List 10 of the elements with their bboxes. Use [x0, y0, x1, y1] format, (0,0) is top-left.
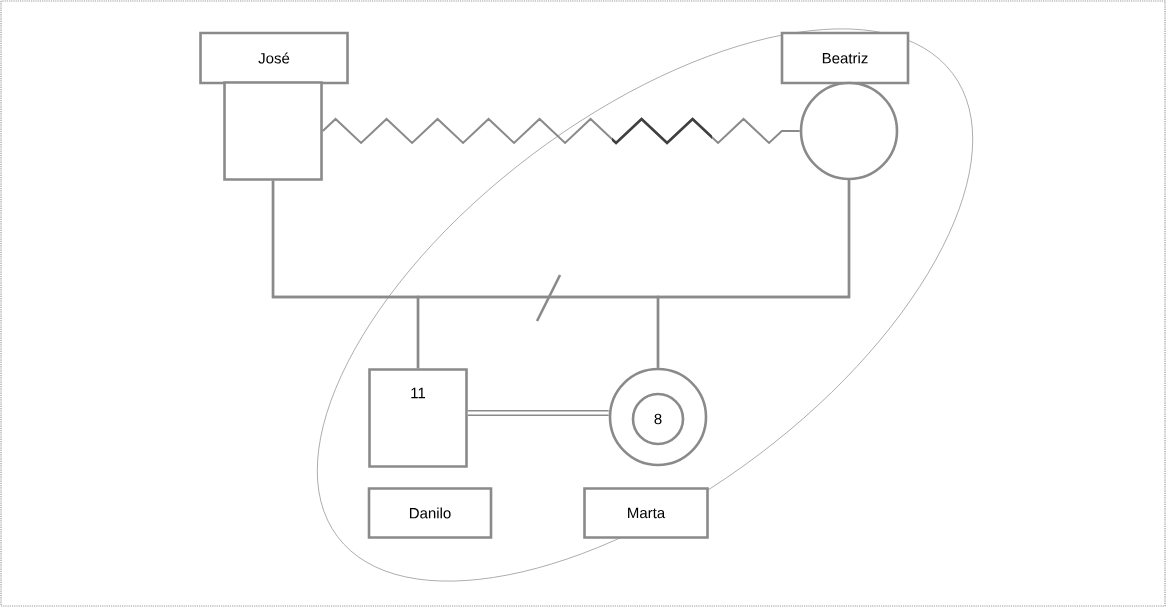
- relationship-line: [467, 409, 609, 417]
- male-square: 11: [368, 368, 468, 468]
- female-circle: [799, 81, 899, 181]
- name-box: Marta: [583, 487, 709, 539]
- name-box: Danilo: [367, 487, 493, 539]
- conflict-zigzag-line: [321, 117, 801, 145]
- name-box: José: [199, 31, 349, 85]
- name-box: Beatriz: [780, 31, 910, 85]
- male-square: [223, 81, 323, 181]
- child-line: [656, 180, 851, 368]
